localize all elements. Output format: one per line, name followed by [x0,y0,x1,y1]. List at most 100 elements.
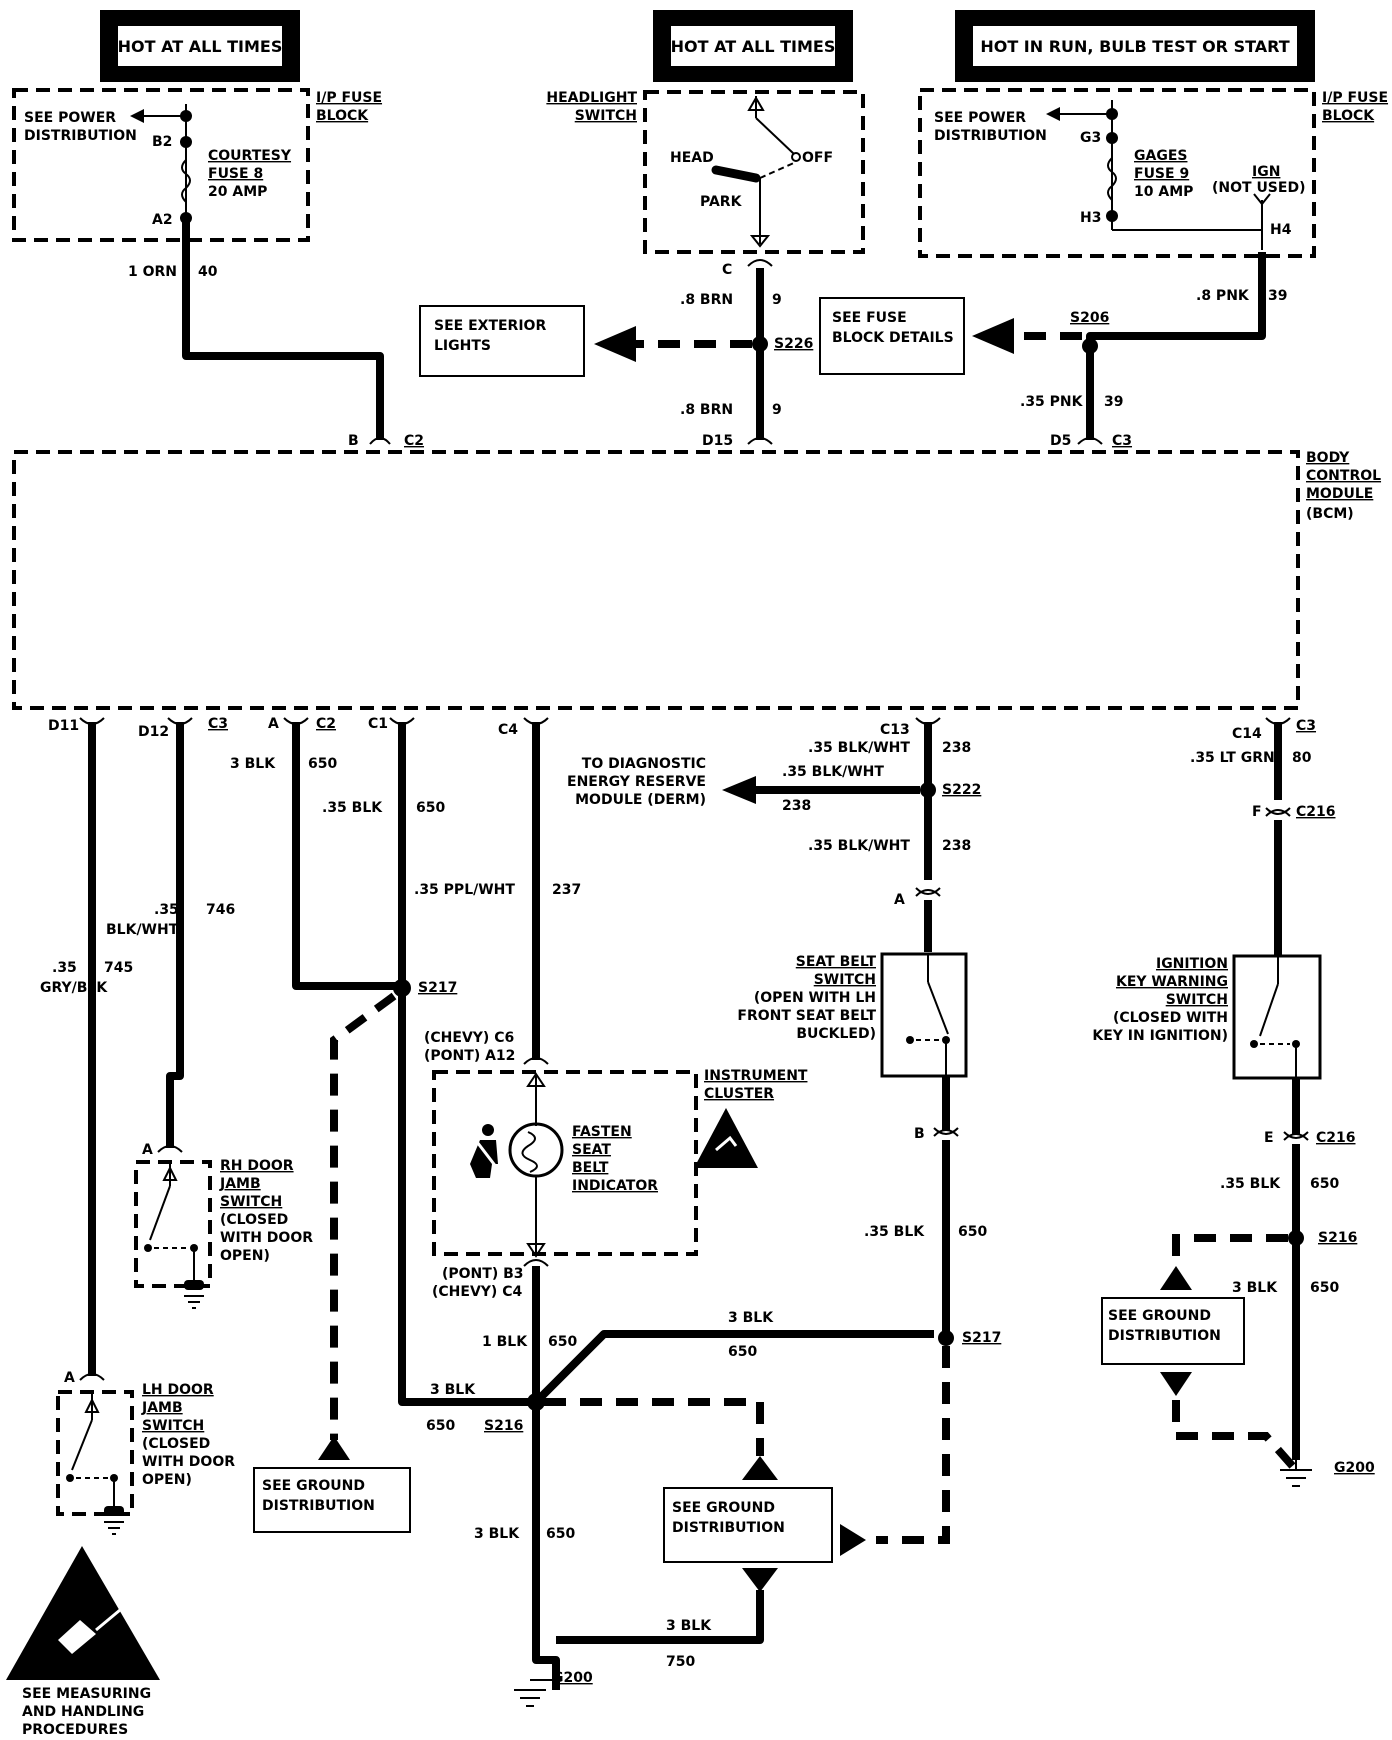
seat-belt-icon [470,1124,502,1178]
svg-text:SEE MEASURING: SEE MEASURING [22,1686,151,1702]
svg-text:.35 BLK/WHT: .35 BLK/WHT [808,838,910,854]
svg-text:.8 BRN: .8 BRN [680,292,733,308]
svg-text:HOT AT ALL TIMES: HOT AT ALL TIMES [118,37,283,56]
svg-text:C13: C13 [880,722,910,738]
ground-g200-right: G200 [1280,1458,1375,1487]
wire-blk-650-d [533,1330,934,1405]
svg-text:BELT: BELT [572,1160,609,1176]
svg-text:OFF: OFF [802,150,833,166]
svg-text:10 AMP: 10 AMP [1134,184,1193,200]
svg-text:H4: H4 [1270,222,1292,238]
svg-text:(OPEN WITH LH: (OPEN WITH LH [754,990,876,1006]
wire-blk-750 [556,1590,764,1644]
svg-text:ENERGY RESERVE: ENERGY RESERVE [567,774,706,790]
svg-text:.8 PNK: .8 PNK [1196,288,1250,304]
splice-s217 [393,979,411,997]
see-fuse-block-details-box [819,297,965,375]
svg-text:SEE FUSE: SEE FUSE [832,310,907,326]
svg-text:A: A [64,1370,75,1386]
svg-text:650: 650 [416,800,445,816]
svg-text:.35 BLK/WHT: .35 BLK/WHT [782,764,884,780]
svg-text:E: E [1264,1130,1274,1146]
arrow-left-icon [130,109,144,123]
esd-warning-icon-small [694,1108,758,1168]
svg-text:BLK/WHT: BLK/WHT [106,922,179,938]
power-source-right: HOT IN RUN, BULB TEST OR START [955,10,1315,82]
svg-text:SEE EXTERIOR: SEE EXTERIOR [434,318,546,334]
splice-s216 [527,1393,545,1411]
svg-text:OPEN): OPEN) [142,1472,192,1488]
see-ground-distribution-box-c [1101,1297,1245,1365]
svg-text:FUSE 9: FUSE 9 [1134,166,1189,182]
svg-text:(BCM): (BCM) [1306,506,1354,522]
svg-text:SEAT BELT: SEAT BELT [796,954,877,970]
svg-text:SWITCH: SWITCH [220,1194,282,1210]
svg-text:MODULE (DERM): MODULE (DERM) [575,792,706,808]
svg-text:(PONT) B3: (PONT) B3 [442,1266,524,1282]
svg-text:650: 650 [728,1344,757,1360]
svg-text:CONTROL: CONTROL [1306,468,1381,484]
svg-text:SEE GROUND: SEE GROUND [672,1500,775,1516]
svg-text:SWITCH: SWITCH [814,972,876,988]
arrow-left-icon [722,776,756,804]
svg-text:DISTRIBUTION: DISTRIBUTION [24,128,137,144]
headlight-switch: HEADLIGHT SWITCH HEAD OFF PARK C [546,90,865,278]
svg-text:OPEN): OPEN) [220,1248,270,1264]
svg-text:HOT AT ALL TIMES: HOT AT ALL TIMES [671,37,836,56]
svg-text:BLOCK: BLOCK [1322,108,1375,124]
svg-text:S226: S226 [774,336,813,352]
ip-fuse-block-left: I/P FUSE BLOCK SEE POWER DISTRIBUTION B2… [12,88,382,242]
svg-text:HEAD: HEAD [670,150,714,166]
svg-text:.35: .35 [52,960,77,976]
bcm-bottom-pins: D11 D12 C3 A C2 C1 C4 C13 C14 C3 [48,716,1316,742]
svg-text:1 ORN: 1 ORN [128,264,177,280]
svg-text:AND HANDLING: AND HANDLING [22,1704,144,1720]
svg-text:C: C [722,262,732,278]
svg-text:C2: C2 [404,433,424,449]
svg-text:FUSE 8: FUSE 8 [208,166,263,182]
ground-dashed-wire-b [544,1398,764,1456]
svg-text:3 BLK: 3 BLK [666,1618,712,1634]
svg-text:238: 238 [942,740,971,756]
svg-text:PARK: PARK [700,194,743,210]
svg-text:C216: C216 [1296,804,1336,820]
svg-text:D11: D11 [48,718,79,734]
svg-text:HEADLIGHT: HEADLIGHT [546,90,637,106]
svg-text:238: 238 [942,838,971,854]
svg-text:(CLOSED WITH: (CLOSED WITH [1113,1010,1228,1026]
svg-text:IGN: IGN [1252,164,1280,180]
svg-text:SEAT: SEAT [572,1142,611,1158]
svg-text:C3: C3 [208,716,228,732]
splice-s216-b [1288,1230,1304,1246]
svg-text:BUCKLED): BUCKLED) [796,1026,876,1042]
rh-door-jamb-switch: RH DOOR JAMB SWITCH (CLOSED WITH DOOR OP… [134,1158,313,1309]
svg-text:650: 650 [546,1526,575,1542]
svg-text:(CHEVY) C6: (CHEVY) C6 [424,1030,514,1046]
svg-text:(PONT) A12: (PONT) A12 [424,1048,515,1064]
svg-text:745: 745 [104,960,133,976]
svg-text:1 BLK: 1 BLK [482,1334,528,1350]
svg-text:RH DOOR: RH DOOR [220,1158,294,1174]
svg-text:3 BLK: 3 BLK [1232,1280,1278,1296]
svg-text:(CLOSED: (CLOSED [220,1212,288,1228]
svg-text:DISTRIBUTION: DISTRIBUTION [934,128,1047,144]
wire-blk-wht-746 [166,722,184,1148]
svg-text:650: 650 [426,1418,455,1434]
svg-text:238: 238 [782,798,811,814]
svg-text:D15: D15 [702,433,733,449]
arrow-left-icon [594,326,636,362]
svg-text:S216: S216 [484,1418,523,1434]
svg-text:KEY IN IGNITION): KEY IN IGNITION) [1092,1028,1228,1044]
svg-text:B: B [914,1126,925,1142]
wire-blk-650-c [532,1266,560,1690]
svg-text:LH DOOR: LH DOOR [142,1382,214,1398]
svg-text:FASTEN: FASTEN [572,1124,632,1140]
svg-text:9: 9 [772,402,782,418]
svg-text:INSTRUMENT: INSTRUMENT [704,1068,808,1084]
svg-text:3 BLK: 3 BLK [474,1526,520,1542]
svg-text:BLOCK: BLOCK [316,108,369,124]
svg-text:SWITCH: SWITCH [1166,992,1228,1008]
ground-g200-left: G200 [514,1670,593,1707]
svg-text:SWITCH: SWITCH [142,1418,204,1434]
seat-belt-switch: SEAT BELT SWITCH (OPEN WITH LH FRONT SEA… [737,952,968,1078]
